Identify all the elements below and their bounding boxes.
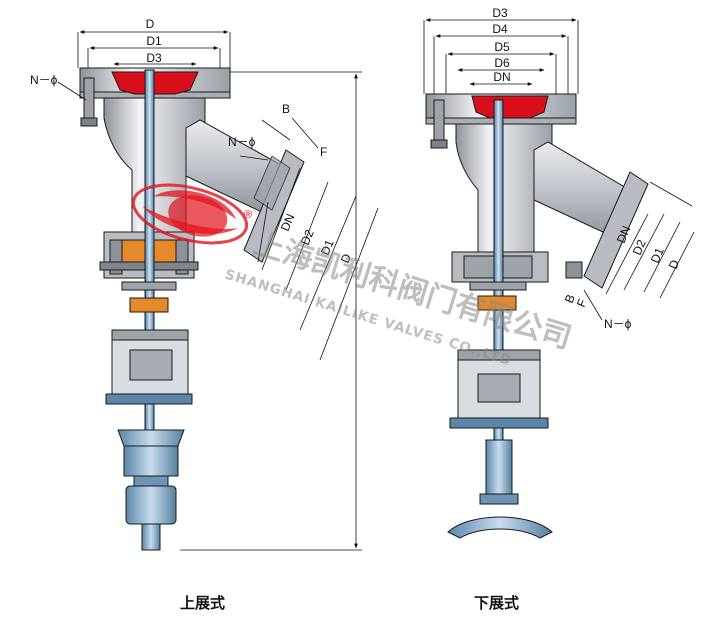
right-dim-d3: D3 [492,6,508,20]
left-actuator-cap [117,429,185,447]
right-seat-disc [471,95,549,119]
right-dim-d4: D4 [492,22,508,36]
watermark-logo [131,183,249,245]
left-dim-b: B [282,102,290,116]
right-dim-dn: DN [493,70,510,84]
right-packing [477,295,517,311]
caption-bottom-mounted: 下展式 [474,594,520,612]
right-dimensions [423,18,695,321]
left-dim-d2: D2 [298,227,317,247]
watermark-registered: ® [244,209,252,221]
left-seat-disc [111,71,199,95]
left-dim-d3: D3 [146,51,162,65]
left-dim-d1-side: D1 [318,237,337,257]
left-dimensions [57,30,379,551]
left-packing [129,297,169,313]
left-dim-d1: D1 [146,34,162,48]
right-flange-bolt [433,99,445,147]
left-dim-n-phi-top: N－ϕ [30,73,58,87]
right-dim-dn-side: DN [614,224,634,245]
right-dim-d2-side: D2 [630,237,649,257]
left-flange-bolt [83,77,95,125]
right-dim-d1-side: D1 [648,245,667,265]
caption-top-mounted: 上展式 [180,594,226,612]
left-lower-frame [111,329,189,401]
right-dim-f: F [574,297,590,309]
left-dim-dn: DN [278,212,298,233]
left-valve [79,67,305,551]
right-valve [425,93,649,539]
right-dim-d6: D6 [494,56,510,70]
right-side-flange [583,171,649,289]
right-handwheel [447,516,553,539]
right-dim-n-phi: N－ϕ [604,317,632,331]
left-dim-n-phi-side: N－ϕ [228,135,256,149]
left-dim-f: F [320,145,327,159]
left-actuator-body [125,485,177,525]
left-dim-d: D [146,17,155,31]
right-dim-d5: D5 [494,40,510,54]
